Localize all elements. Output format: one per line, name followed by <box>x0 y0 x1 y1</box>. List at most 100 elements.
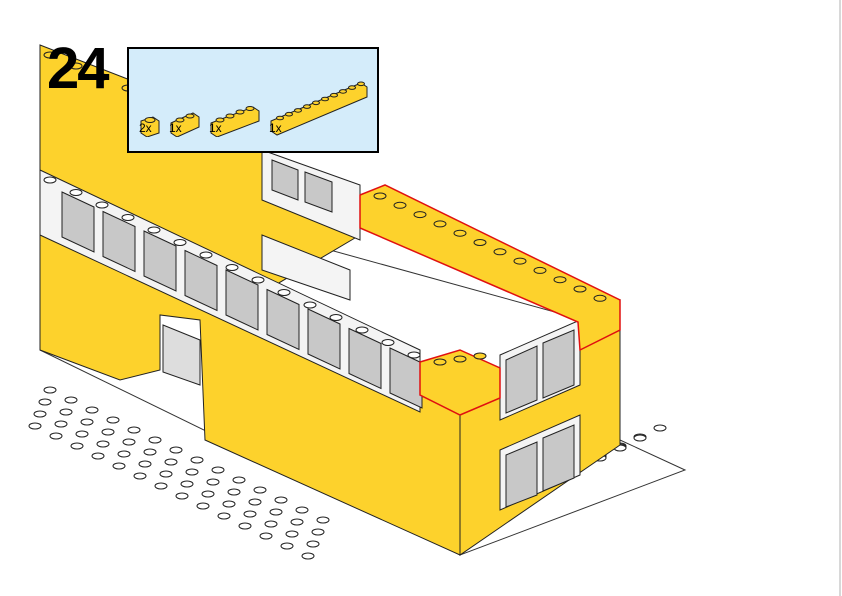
stud <box>330 92 338 98</box>
stud <box>122 438 136 446</box>
stud <box>593 294 607 302</box>
stud <box>133 472 147 480</box>
stud <box>321 96 329 102</box>
stud <box>169 446 183 454</box>
window <box>102 210 136 273</box>
stud <box>253 486 267 494</box>
new-brick-1x10-highlight <box>359 184 621 352</box>
stud <box>206 478 220 486</box>
stud <box>43 176 57 184</box>
stud <box>259 532 273 540</box>
stud <box>306 540 320 548</box>
stud <box>633 434 647 442</box>
stud <box>95 73 109 81</box>
stud <box>43 386 57 394</box>
stud <box>106 416 120 424</box>
stud <box>127 426 141 434</box>
stud <box>69 62 83 70</box>
stud <box>393 201 407 209</box>
parts-list: 2x 1x 1x 1x <box>127 47 379 153</box>
stud <box>43 51 57 59</box>
window <box>348 327 382 390</box>
stud <box>95 201 109 209</box>
stud <box>70 442 84 450</box>
stud <box>248 498 262 506</box>
stud <box>28 422 42 430</box>
page-edge <box>839 0 841 596</box>
stud <box>59 408 73 416</box>
stud <box>312 100 320 106</box>
window <box>61 191 95 253</box>
stud <box>339 89 347 94</box>
stud <box>222 500 236 508</box>
stud <box>196 502 210 510</box>
right-windows <box>499 319 581 511</box>
stud <box>159 470 173 478</box>
stud <box>473 352 487 360</box>
stud <box>85 406 99 414</box>
stud <box>173 239 187 246</box>
stud <box>311 528 325 536</box>
window <box>184 249 218 312</box>
stud <box>277 289 291 296</box>
stud <box>285 111 293 117</box>
stud <box>80 418 94 426</box>
stud <box>303 301 317 309</box>
stud <box>453 229 467 237</box>
stud <box>316 516 330 524</box>
stud <box>513 257 527 265</box>
stud <box>303 104 311 109</box>
part-brick-1x10 <box>269 77 369 137</box>
door <box>162 324 201 386</box>
stud <box>433 358 447 366</box>
stud <box>274 496 288 504</box>
brick-1x2-icon <box>170 112 200 137</box>
part-count: 1x <box>209 121 222 135</box>
stud <box>381 339 395 346</box>
stud <box>225 264 239 271</box>
stud <box>91 452 105 460</box>
stud <box>238 522 252 530</box>
front-windows <box>61 191 423 409</box>
brick-1x1-icon <box>140 116 160 137</box>
stud <box>285 530 299 538</box>
stud <box>280 542 294 550</box>
stud <box>147 226 161 234</box>
brick-1x10-icon <box>270 81 368 136</box>
stud <box>164 458 178 466</box>
stud <box>295 506 309 514</box>
stud <box>54 420 68 428</box>
stud <box>148 436 162 444</box>
window <box>307 308 341 370</box>
stud <box>553 276 567 284</box>
stud <box>493 248 507 256</box>
stud <box>185 468 199 476</box>
stud <box>653 424 667 432</box>
stud <box>276 115 284 121</box>
stud <box>413 211 427 219</box>
stud <box>201 490 215 498</box>
window <box>266 288 300 351</box>
stud <box>49 432 63 440</box>
stud <box>33 410 47 418</box>
window <box>143 230 177 292</box>
stud <box>329 314 343 321</box>
new-brick-1x4-highlight <box>419 349 501 416</box>
part-count: 1x <box>269 121 282 135</box>
stud <box>251 276 265 284</box>
stud <box>473 239 487 246</box>
stud <box>199 251 213 259</box>
stud <box>227 488 241 496</box>
stud <box>154 482 168 490</box>
part-count: 1x <box>169 121 182 135</box>
stud <box>101 428 115 436</box>
stud <box>217 512 231 520</box>
stud <box>190 456 204 464</box>
part-brick-1x1 <box>139 113 161 137</box>
stud <box>180 480 194 488</box>
stud <box>407 351 421 359</box>
step-number: 24 <box>47 36 109 101</box>
back-windows <box>261 149 361 301</box>
stud <box>69 189 83 196</box>
